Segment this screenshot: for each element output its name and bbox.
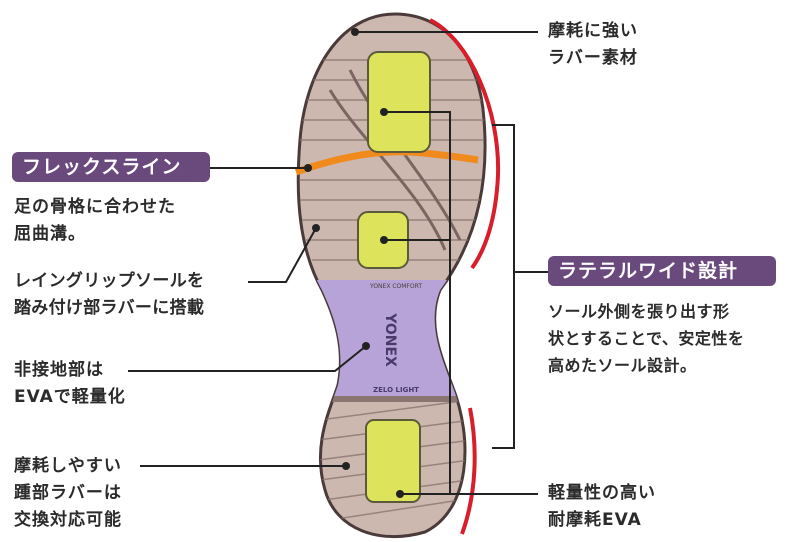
sole-tag-bottom: ZELO LIGHT bbox=[373, 386, 419, 394]
lateral-wide-desc-line-1: ソール外側を張り出す形 bbox=[548, 302, 730, 321]
sole-tag-top: YONEX COMFORT bbox=[369, 283, 422, 290]
lateral-wide-desc-line-3: 高めたソール設計。 bbox=[548, 356, 697, 375]
non-contact-line-1: 非接地部は bbox=[14, 360, 104, 380]
non-contact-line-2: EVAで軽量化 bbox=[14, 387, 126, 407]
lateral-line-heel bbox=[460, 407, 477, 535]
non-contact-label: 非接地部は EVAで軽量化 bbox=[14, 357, 126, 411]
light-eva-line-1: 軽量性の高い bbox=[548, 483, 656, 503]
lateral-wide-badge: ラテラルワイド設計 bbox=[548, 256, 776, 286]
flex-line-desc-line-2: 屈曲溝。 bbox=[14, 224, 86, 244]
light-eva-label: 軽量性の高い 耐摩耗EVA bbox=[548, 480, 656, 534]
lateral-wide-desc-line-2: 状とすることで、安定性を bbox=[548, 329, 745, 348]
flex-line-description: 足の骨格に合わせた 屈曲溝。 bbox=[14, 194, 176, 248]
heel-rubber-label: 摩耗しやすい 踵部ラバーは 交換対応可能 bbox=[14, 453, 122, 534]
rain-grip-line-2: 踏み付け部ラバーに搭載 bbox=[14, 298, 205, 318]
lateral-line-forefoot bbox=[429, 18, 501, 270]
sole-brand-text: YONEX bbox=[382, 312, 398, 367]
light-eva-line-2: 耐摩耗EVA bbox=[548, 510, 642, 530]
heel-rubber-line-3: 交換対応可能 bbox=[14, 510, 122, 530]
lateral-wide-description: ソール外側を張り出す形 状とすることで、安定性を 高めたソール設計。 bbox=[548, 298, 744, 379]
cushion-pads bbox=[357, 51, 431, 503]
flex-line-desc-line-1: 足の骨格に合わせた bbox=[14, 197, 176, 217]
forefoot-pad bbox=[367, 51, 431, 153]
rain-grip-line-1: レイングリップソールを bbox=[14, 271, 205, 291]
wear-resistant-line-2: ラバー素材 bbox=[548, 48, 638, 68]
rain-grip-label: レイングリップソールを 踏み付け部ラバーに搭載 bbox=[14, 268, 204, 322]
flex-line-badge: フレックスライン bbox=[12, 152, 210, 182]
sole-outline bbox=[296, 12, 487, 539]
heel-zone-divider bbox=[300, 396, 486, 402]
heel-rubber-line-2: 踵部ラバーは bbox=[14, 483, 122, 503]
heel-rubber-line-1: 摩耗しやすい bbox=[14, 456, 122, 476]
leader-lines bbox=[128, 28, 548, 498]
heel-pad bbox=[365, 419, 421, 503]
wear-resistant-line-1: 摩耗に強い bbox=[548, 21, 638, 41]
wear-resistant-label: 摩耗に強い ラバー素材 bbox=[548, 18, 638, 72]
